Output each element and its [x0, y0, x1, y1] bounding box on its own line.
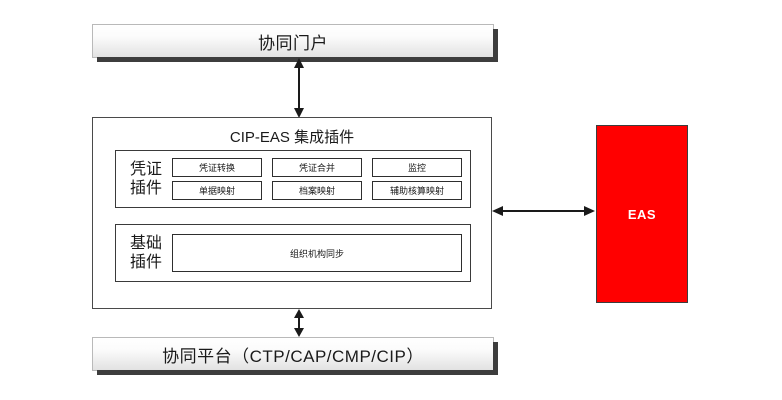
eas-system-box[interactable]: EAS	[596, 125, 688, 303]
arrow-portal-to-main	[289, 58, 309, 118]
voucher-plugin-group: 凭证 插件 凭证转换 凭证合并 监控 单据映射 档案映射 辅助核算映射	[115, 150, 471, 208]
chip-archive-mapping[interactable]: 档案映射	[272, 181, 362, 200]
voucher-plugin-label-line1: 凭证	[129, 161, 162, 178]
chip-org-structure-sync[interactable]: 组织机构同步	[172, 234, 462, 272]
base-plugin-label-line2: 插件	[129, 254, 162, 271]
bottom-box-shadow-right	[493, 342, 498, 375]
voucher-plugin-row-1: 凭证转换 凭证合并 监控	[172, 158, 462, 177]
eas-label: EAS	[627, 206, 657, 222]
base-plugin-chips: 组织机构同步	[170, 230, 470, 276]
collaboration-portal-label: 协同门户	[258, 33, 328, 53]
chip-voucher-merge[interactable]: 凭证合并	[272, 158, 362, 177]
base-plugin-label-line1: 基础	[129, 235, 162, 252]
arrow-main-to-eas	[492, 202, 595, 220]
chip-voucher-convert[interactable]: 凭证转换	[172, 158, 262, 177]
voucher-plugin-label-line2: 插件	[129, 180, 162, 197]
arrow-main-to-platform	[289, 309, 309, 337]
base-plugin-label: 基础 插件	[122, 234, 170, 272]
chip-assistant-accounting-mapping[interactable]: 辅助核算映射	[372, 181, 462, 200]
bottom-box-shadow-bottom	[97, 370, 497, 375]
cip-eas-integration-plugin-box[interactable]: CIP-EAS 集成插件 凭证 插件 凭证转换 凭证合并 监控 单据映射 档案映…	[92, 117, 492, 309]
voucher-plugin-chips: 凭证转换 凭证合并 监控 单据映射 档案映射 辅助核算映射	[170, 154, 470, 204]
main-box-title: CIP-EAS 集成插件	[229, 129, 355, 146]
voucher-plugin-row-2: 单据映射 档案映射 辅助核算映射	[172, 181, 462, 200]
top-box-shadow-right	[493, 29, 498, 62]
chip-monitor[interactable]: 监控	[372, 158, 462, 177]
voucher-plugin-label: 凭证 插件	[122, 160, 170, 198]
collaboration-portal-box[interactable]: 协同门户	[92, 24, 498, 62]
collaboration-platform-label: 协同平台（CTP/CAP/CMP/CIP）	[162, 346, 424, 366]
collaboration-platform-box[interactable]: 协同平台（CTP/CAP/CMP/CIP）	[92, 337, 498, 375]
base-plugin-group: 基础 插件 组织机构同步	[115, 224, 471, 282]
chip-bill-mapping[interactable]: 单据映射	[172, 181, 262, 200]
top-box-shadow-bottom	[97, 57, 497, 62]
